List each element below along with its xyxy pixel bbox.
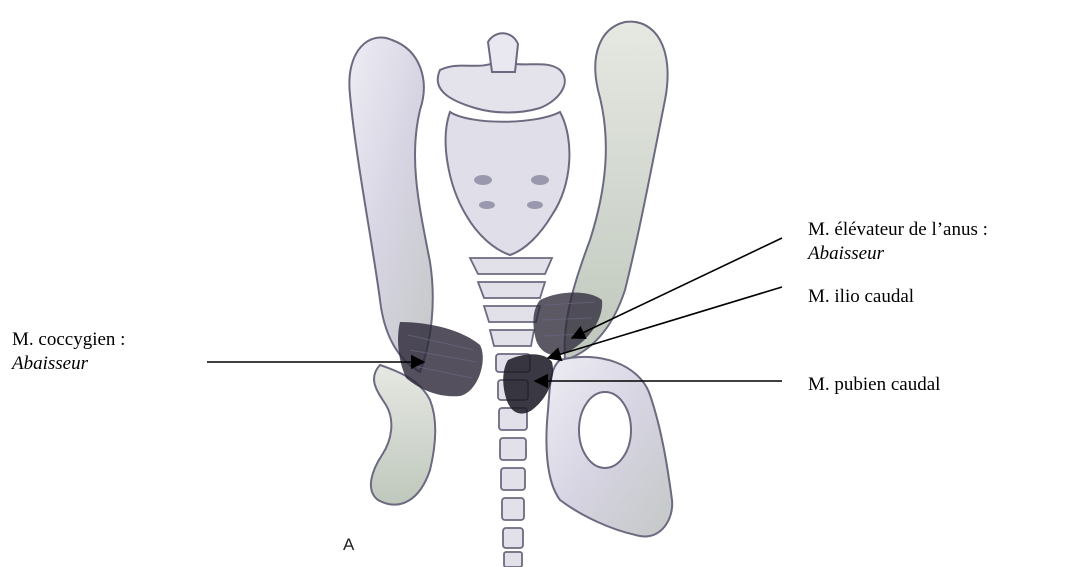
figure-letter: A <box>343 535 354 555</box>
label-pubien-caudal: M. pubien caudal <box>808 373 940 397</box>
label-elevateur-name: M. élévateur de l’anus : <box>808 219 988 240</box>
sacrum <box>446 112 570 255</box>
label-coccygien: M. coccygien : Abaisseur <box>12 328 125 376</box>
label-ilio-caudal-name: M. ilio caudal <box>808 286 914 307</box>
left-ilium <box>349 37 432 372</box>
label-ilio-caudal: M. ilio caudal <box>808 285 914 309</box>
label-coccygien-name: M. coccygien : <box>12 329 125 350</box>
label-elevateur-role: Abaisseur <box>808 242 988 266</box>
label-coccygien-role: Abaisseur <box>12 352 125 376</box>
label-elevateur: M. élévateur de l’anus : Abaisseur <box>808 218 988 266</box>
obturator-foramen <box>579 392 631 468</box>
muscle-pubien <box>503 354 553 413</box>
spinous-process <box>488 33 518 72</box>
label-pubien-caudal-name: M. pubien caudal <box>808 374 940 395</box>
